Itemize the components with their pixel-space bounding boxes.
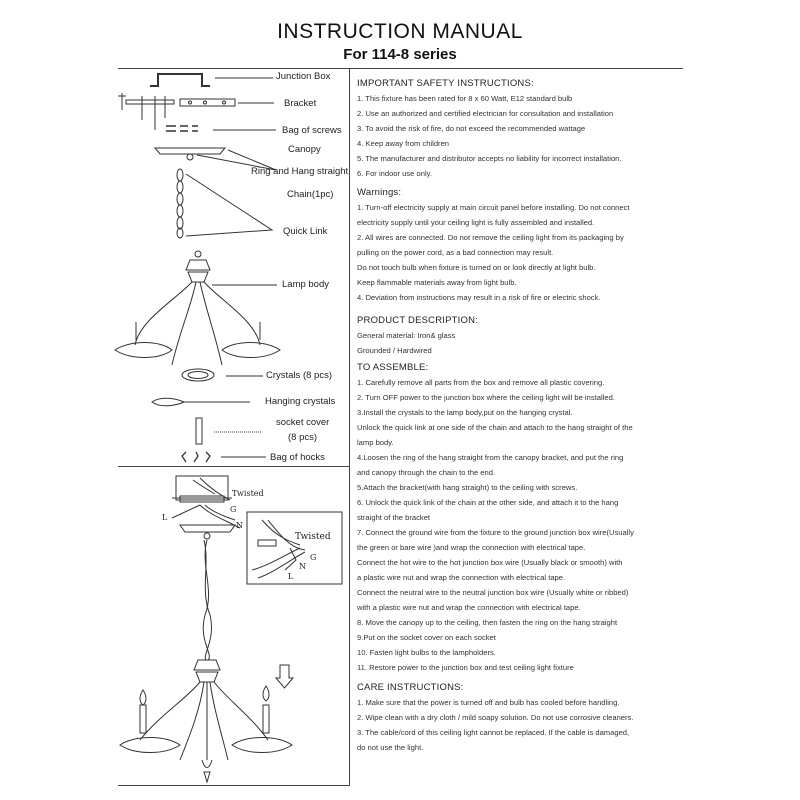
text-line: electricity supply until your ceiling li…: [357, 218, 595, 227]
text-line: 5.Attach the bracket(with hang straight)…: [357, 483, 578, 492]
text-line: with a plastic wire nut and wrap the con…: [357, 603, 581, 612]
text-line: 3. The cable/cord of this ceiling light …: [357, 728, 630, 737]
section-heading: Warnings:: [357, 187, 402, 198]
inset-label-l: L: [288, 572, 294, 581]
part-label-canopy: Canopy: [288, 144, 321, 155]
instructions-column: IMPORTANT SAFETY INSTRUCTIONS: 1. This f…: [357, 76, 687, 755]
label-twisted: Twisted: [232, 489, 264, 498]
text-line: 3.Install the crystals to the lamp body,…: [357, 408, 573, 417]
text-line: Do not touch bulb when fixture is turned…: [357, 263, 596, 272]
text-line: 4. Keep away from children: [357, 139, 450, 148]
text-line: 5. The manufacturer and distributor acce…: [357, 154, 622, 163]
inset-label-n: N: [299, 562, 306, 571]
section-heading: IMPORTANT SAFETY INSTRUCTIONS:: [357, 78, 534, 89]
installation-diagram: [119, 475, 343, 784]
text-line: 9.Put on the socket cover on each socket: [357, 633, 496, 642]
text-line: 1. Turn-off electricity supply at main c…: [357, 203, 630, 212]
text-line: 6. For indoor use only.: [357, 169, 432, 178]
label-l: L: [162, 513, 168, 522]
text-line: 2. Wipe clean with a dry cloth / mild so…: [357, 713, 634, 722]
section-safety: IMPORTANT SAFETY INSTRUCTIONS: 1. This f…: [357, 76, 687, 181]
part-label-hooks: Bag of hocks: [270, 452, 325, 463]
text-line: Keep flammable materials away from light…: [357, 278, 517, 287]
text-line: 3. To avoid the risk of fire, do not exc…: [357, 124, 586, 133]
text-line: 6. Unlock the quick link of the chain at…: [357, 498, 619, 507]
part-label-socket-cover: socket cover: [276, 417, 330, 428]
socket-cover-icon: [195, 417, 203, 445]
label-g: G: [230, 505, 237, 514]
text-line: and canopy through the chain to the end.: [357, 468, 496, 477]
part-label-crystals: Crystals (8 pcs): [266, 370, 332, 381]
inset-label-twisted: Twisted: [295, 532, 331, 542]
part-label-ring: Ring and Hang straight: [251, 166, 349, 177]
text-line: straight of the bracket: [357, 513, 431, 522]
hooks-icon: [181, 451, 211, 463]
canopy-icon: [153, 147, 227, 161]
text-line: 2. Turn OFF power to the junction box wh…: [357, 393, 615, 402]
label-n: N: [236, 521, 243, 530]
text-line: 4.Loosen the ring of the hang straight f…: [357, 453, 624, 462]
text-line: Connect the neutral wire to the neutral …: [357, 588, 629, 597]
text-line: a plastic wire nut and wrap the connecti…: [357, 573, 566, 582]
text-line: 11. Restore power to the junction box an…: [357, 663, 574, 672]
section-product-description: PRODUCT DESCRIPTION: General material: I…: [357, 313, 687, 358]
crystal-icon: [181, 368, 215, 382]
part-label-quick-link: Quick Link: [283, 226, 328, 237]
part-label-junction-box: Junction Box: [276, 71, 331, 82]
text-line: 1. Make sure that the power is turned of…: [357, 698, 620, 707]
part-label-bracket: Bracket: [284, 98, 317, 109]
text-line: Grounded / Hardwired: [357, 346, 432, 355]
text-line: 1. This fixture has been rated for 8 x 6…: [357, 94, 573, 103]
bracket-icon: [118, 93, 236, 130]
section-assemble: TO ASSEMBLE: 1. Carefully remove all par…: [357, 360, 687, 675]
text-line: the green or bare wire )and wrap the con…: [357, 543, 586, 552]
chain-icon: [176, 168, 184, 239]
text-line: 10. Fasten light bulbs to the lampholder…: [357, 648, 496, 657]
inset-label-g: G: [310, 553, 317, 562]
text-line: lamp body.: [357, 438, 394, 447]
text-line: Connect the hot wire to the hot junction…: [357, 558, 623, 567]
text-line: 2. Use an authorized and certified elect…: [357, 109, 614, 118]
text-line: General material: Iron& glass: [357, 331, 456, 340]
text-line: 2. All wires are connected. Do not remov…: [357, 233, 624, 242]
column-divider: [349, 68, 350, 786]
header-divider: [118, 68, 683, 69]
section-warnings: Warnings: 1. Turn-off electricity supply…: [357, 185, 687, 305]
part-label-socket-cover-count: (8 pcs): [288, 432, 318, 443]
screws-icon: [166, 125, 198, 132]
bottom-divider: [118, 785, 349, 786]
text-line: 1. Carefully remove all parts from the b…: [357, 378, 605, 387]
page-subtitle: For 114-8 series: [343, 46, 457, 63]
parts-divider: [118, 466, 349, 467]
section-heading: PRODUCT DESCRIPTION:: [357, 315, 479, 326]
part-label-lamp-body: Lamp body: [282, 279, 330, 290]
text-line: 7. Connect the ground wire from the fixt…: [357, 528, 634, 537]
text-line: do not use the light.: [357, 743, 424, 752]
section-heading: TO ASSEMBLE:: [357, 362, 429, 373]
lamp-body-icon: [114, 250, 281, 366]
part-label-hanging-crystals: Hanging crystals: [265, 396, 336, 407]
text-line: Unlock the quick link at one side of the…: [357, 423, 633, 432]
junction-box-icon: [150, 73, 210, 87]
section-care: CARE INSTRUCTIONS: 1. Make sure that the…: [357, 680, 687, 755]
hanging-crystal-icon: [151, 397, 190, 407]
section-heading: CARE INSTRUCTIONS:: [357, 682, 464, 693]
page-title: INSTRUCTION MANUAL: [277, 20, 523, 43]
text-line: pulling on the power cord, as a bad conn…: [357, 248, 554, 257]
text-line: 8. Move the canopy up to the ceiling, th…: [357, 618, 618, 627]
text-line: 4. Deviation from instructions may resul…: [357, 293, 601, 302]
part-label-chain: Chain(1pc): [287, 189, 334, 200]
part-label-screws: Bag of screws: [282, 125, 342, 136]
